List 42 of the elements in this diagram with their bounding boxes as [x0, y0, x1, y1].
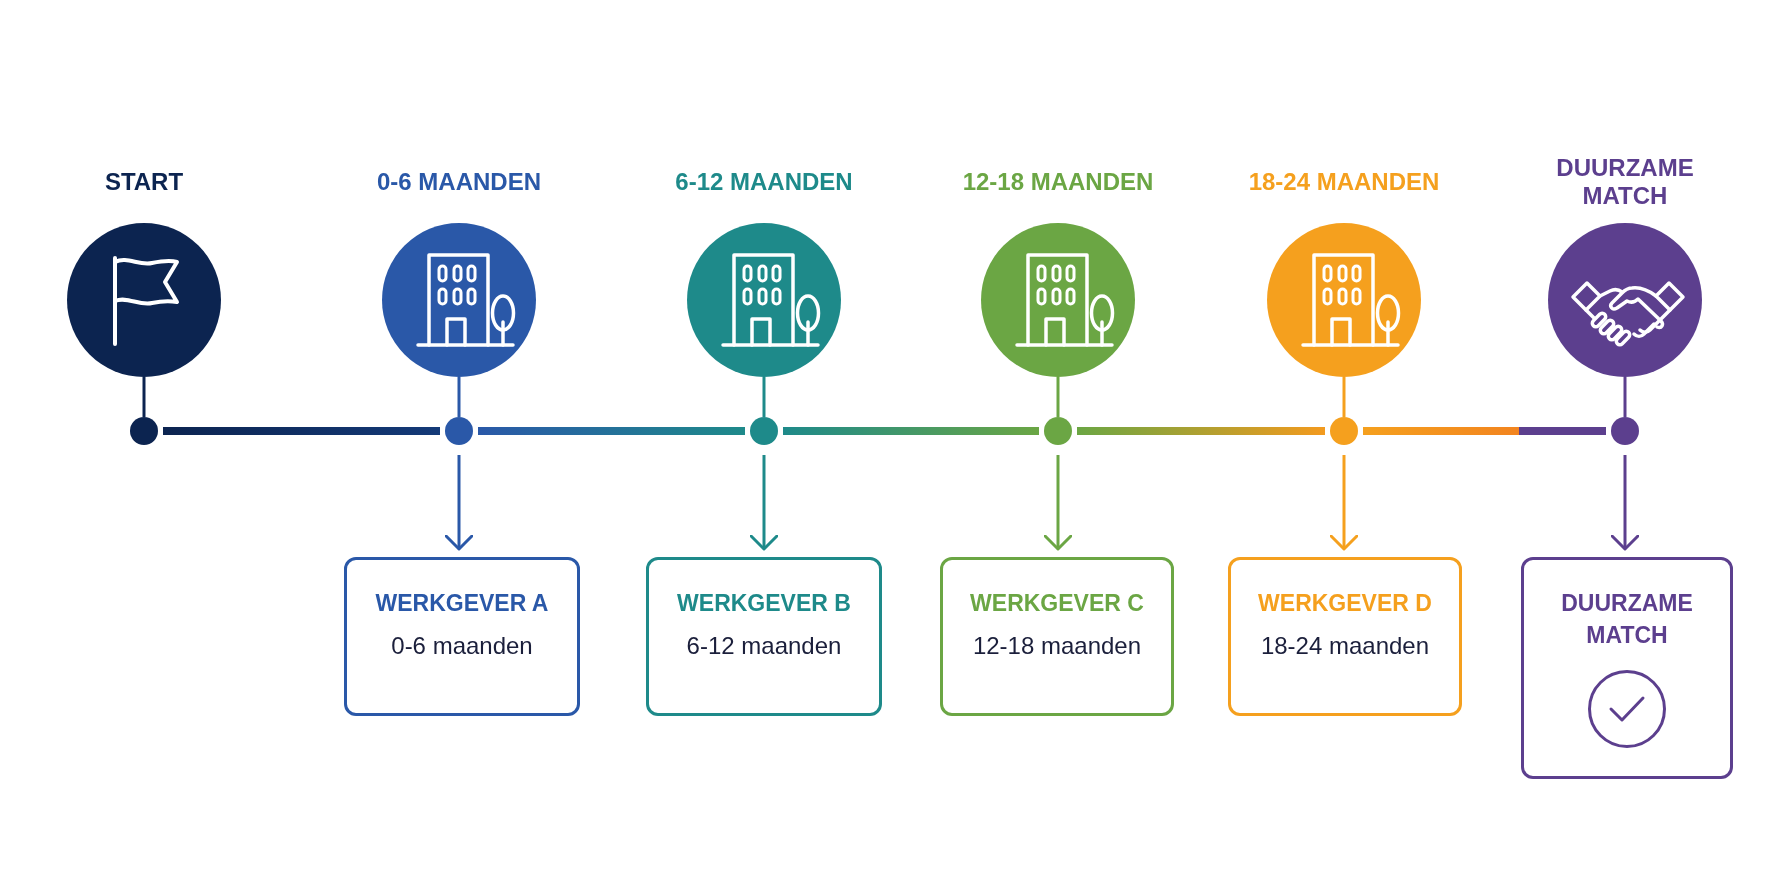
connector-line [762, 377, 766, 417]
milestone-heading: 12-18 MAANDEN [962, 167, 1154, 196]
milestone-heading: 0-6 MAANDEN [377, 167, 541, 196]
timeline-dot [1330, 417, 1358, 445]
stage-card [1521, 557, 1733, 779]
timeline-dot [1611, 417, 1639, 445]
arrow [1610, 455, 1640, 551]
arrow [444, 455, 474, 551]
connector-line [142, 377, 146, 417]
card-period: 18-24 maanden [1260, 631, 1430, 661]
stage-card [1228, 557, 1462, 716]
timeline-line [783, 427, 1039, 435]
connector-line [1056, 377, 1060, 417]
milestone-heading: 18-24 MAANDEN [1248, 167, 1440, 196]
milestone-heading: DUURZAME MATCH [1555, 153, 1695, 210]
timeline-line [163, 427, 440, 435]
card-title: DUURZAME MATCH [1560, 589, 1694, 650]
card-period: 12-18 maanden [972, 631, 1142, 661]
timeline-line [1363, 427, 1606, 435]
stage-card [940, 557, 1174, 716]
connector-line [457, 377, 461, 417]
timeline-dot [445, 417, 473, 445]
milestone-heading: 6-12 MAANDEN [675, 167, 853, 196]
stage-card [646, 557, 882, 716]
card-title: WERKGEVER B [677, 589, 851, 618]
milestone-heading: START [104, 167, 184, 196]
arrow [1043, 455, 1073, 551]
timeline-dot [1044, 417, 1072, 445]
arrow [749, 455, 779, 551]
card-title: WERKGEVER C [970, 589, 1144, 618]
card-period: 6-12 maanden [686, 631, 842, 661]
timeline-dot [130, 417, 158, 445]
timeline-line [1077, 427, 1325, 435]
card-title: WERKGEVER D [1258, 589, 1432, 618]
timeline-dot [750, 417, 778, 445]
timeline-line [478, 427, 745, 435]
arrow [1329, 455, 1359, 551]
connector-line [1342, 377, 1346, 417]
connector-line [1623, 377, 1627, 417]
card-title: WERKGEVER A [375, 589, 549, 618]
card-period: 0-6 maanden [391, 631, 533, 661]
stage-card [344, 557, 580, 716]
